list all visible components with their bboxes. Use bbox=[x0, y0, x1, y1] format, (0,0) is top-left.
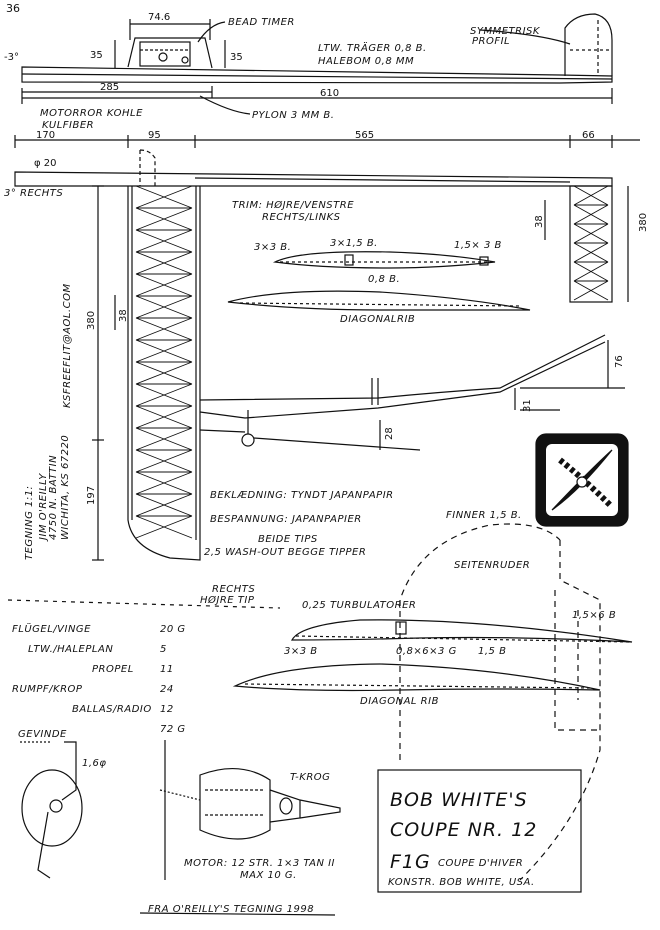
label-stab-skin: 0,8 B. bbox=[368, 274, 400, 285]
dim-fuselage-length: 610 bbox=[320, 88, 339, 99]
label-motor-2: MAX 10 G. bbox=[240, 870, 297, 881]
pylon-side bbox=[127, 37, 213, 69]
label-motor-1: MOTOR: 12 STR. 1×3 TAN II bbox=[184, 858, 335, 869]
dim-stab-rib-spacing: 38 bbox=[534, 215, 545, 228]
dim-dihedral-31: 31 bbox=[522, 399, 533, 412]
label-tip-right-dk: HØJRE TIP bbox=[200, 594, 255, 606]
label-covering-dk: BEKLÆDNING: TYNDT JAPANPAPIR bbox=[210, 490, 394, 501]
top-view bbox=[14, 135, 640, 561]
stab-ribs bbox=[573, 185, 609, 301]
label-author-2: 4750 N. BATTIN bbox=[48, 455, 59, 540]
dim-tube-dia: φ 20 bbox=[34, 158, 57, 169]
prop-hub-side bbox=[20, 741, 83, 879]
dim-wing-rib-spacing: 38 bbox=[118, 309, 129, 322]
label-covering-de: BESPANNUNG: JAPANPAPIER bbox=[210, 514, 362, 525]
title-box bbox=[377, 769, 582, 893]
label-stab-te: 1,5× 3 B bbox=[454, 240, 502, 251]
dim-stab-span: 380 bbox=[638, 213, 649, 232]
fuselage-side bbox=[21, 66, 613, 84]
label-trim-1: TRIM: HØJRE/VENSTRE bbox=[232, 199, 354, 211]
label-turbulator: 0,25 TURBULATORER bbox=[302, 600, 416, 611]
label-stab-tail: HALEBOM 0,8 MM bbox=[318, 56, 414, 67]
label-stab-mount: LTW. TRÄGER 0,8 B. bbox=[318, 41, 427, 54]
label-email: KSFREEFLIT@AOL.COM bbox=[62, 283, 73, 408]
label-thread: GEVINDE bbox=[18, 729, 67, 740]
label-symmetric-2: PROFIL bbox=[472, 36, 510, 47]
dim-pylon-left: 35 bbox=[90, 50, 103, 61]
label-motor-tube-2: KULFIBER bbox=[42, 120, 94, 131]
title-designer: KONSTR. BOB WHITE, USA. bbox=[388, 877, 535, 888]
wing-top bbox=[127, 186, 201, 561]
bead-timer bbox=[139, 41, 191, 67]
dim-wing-chord: 95 bbox=[148, 130, 161, 141]
label-stab-diag: DIAGONALRIB bbox=[340, 314, 415, 325]
dim-dihedral-28: 28 bbox=[384, 427, 395, 440]
wing-rib bbox=[290, 619, 633, 643]
fin-outline bbox=[399, 523, 561, 760]
weight-value: 5 bbox=[160, 644, 167, 655]
label-fin-spar: 1,5×6 B bbox=[572, 610, 616, 621]
wing-dims bbox=[92, 185, 629, 561]
dim-stab-chord: 66 bbox=[582, 130, 595, 141]
title-line-2: COUPE NR. 12 bbox=[390, 819, 537, 841]
dim-dihedral-76: 76 bbox=[614, 355, 625, 368]
dim-nose: 170 bbox=[36, 130, 55, 141]
label-author-3: WICHITA, KS 67220 bbox=[60, 435, 71, 540]
dim-wing-half-span: 380 bbox=[86, 311, 97, 330]
stab-rib bbox=[272, 251, 496, 269]
title-class-sub: COUPE D'HIVER bbox=[438, 858, 523, 869]
label-tips-1: BEIDE TIPS bbox=[258, 534, 318, 545]
weight-item: RUMPF/KROP bbox=[12, 684, 83, 695]
weight-item: LTW./HALEPLAN bbox=[28, 644, 113, 655]
side-view bbox=[21, 13, 613, 115]
label-wire: 1,6φ bbox=[82, 758, 107, 769]
weight-value: 72 G bbox=[160, 724, 186, 735]
label-rib-diag: DIAGONAL RIB bbox=[360, 696, 439, 707]
weight-item: BALLAS/RADIO bbox=[72, 704, 152, 715]
label-rib-te: 1,5 B bbox=[478, 646, 506, 657]
footer-credit: FRA O'REILLY'S TEGNING 1998 bbox=[148, 904, 314, 915]
title-line-1: BOB WHITE'S bbox=[390, 789, 528, 811]
weight-value: 12 bbox=[160, 704, 174, 715]
weight-value: 24 bbox=[160, 684, 174, 695]
dim-nose-pylon: 285 bbox=[100, 82, 119, 93]
label-pylon: PYLON 3 MM B. bbox=[252, 110, 334, 121]
label-rib-le: 3×3 B bbox=[284, 646, 318, 657]
angle-side: -3° bbox=[4, 52, 19, 63]
label-rib-spar: 0,8×6×3 G bbox=[396, 646, 457, 657]
prop-hub-top bbox=[159, 740, 341, 880]
label-stab-le: 3×3 B. bbox=[254, 242, 291, 253]
label-symmetric-1: SYMMETRISK bbox=[470, 26, 541, 37]
stab-diagonal-rib bbox=[227, 290, 531, 311]
wing-ribs bbox=[135, 185, 193, 539]
logo-emblem bbox=[535, 433, 629, 527]
label-drawing: TEGNING 1:1: bbox=[24, 486, 35, 560]
dim-tail-boom: 565 bbox=[355, 130, 374, 141]
dim-pylon-right: 35 bbox=[230, 52, 243, 63]
dim-wing-tip-panel: 197 bbox=[86, 486, 97, 505]
weight-item: PROPEL bbox=[92, 664, 134, 675]
label-rudder: SEITENRUDER bbox=[454, 560, 530, 571]
wing-diagonal-rib bbox=[232, 663, 601, 692]
label-stab-spar: 3×1,5 B. bbox=[330, 238, 378, 249]
angle-top: 3° RECHTS bbox=[4, 188, 63, 199]
label-author-1: JIM O'REILLY bbox=[38, 473, 49, 542]
front-view bbox=[199, 334, 625, 451]
label-tips-2: 2,5 WASH-OUT BEGGE TIPPER bbox=[204, 547, 366, 558]
label-hook: T-KROG bbox=[290, 772, 330, 783]
label-tip-right: RECHTS bbox=[212, 584, 255, 595]
label-trim-2: RECHTS/LINKS bbox=[262, 212, 341, 223]
label-motor-tube-1: MOTORROR KOHLE bbox=[40, 108, 143, 119]
weight-item: FLÜGEL/VINGE bbox=[12, 622, 91, 635]
dim-timer-width: 74.6 bbox=[148, 12, 170, 23]
label-bead-timer: BEAD TIMER bbox=[228, 17, 295, 28]
weight-value: 11 bbox=[160, 664, 174, 675]
page-number: 36 bbox=[6, 2, 20, 15]
weight-value: 20 G bbox=[160, 624, 186, 635]
title-class: F1G bbox=[390, 851, 431, 873]
fin-side bbox=[564, 13, 613, 76]
label-fin: FINNER 1,5 B. bbox=[446, 510, 522, 521]
